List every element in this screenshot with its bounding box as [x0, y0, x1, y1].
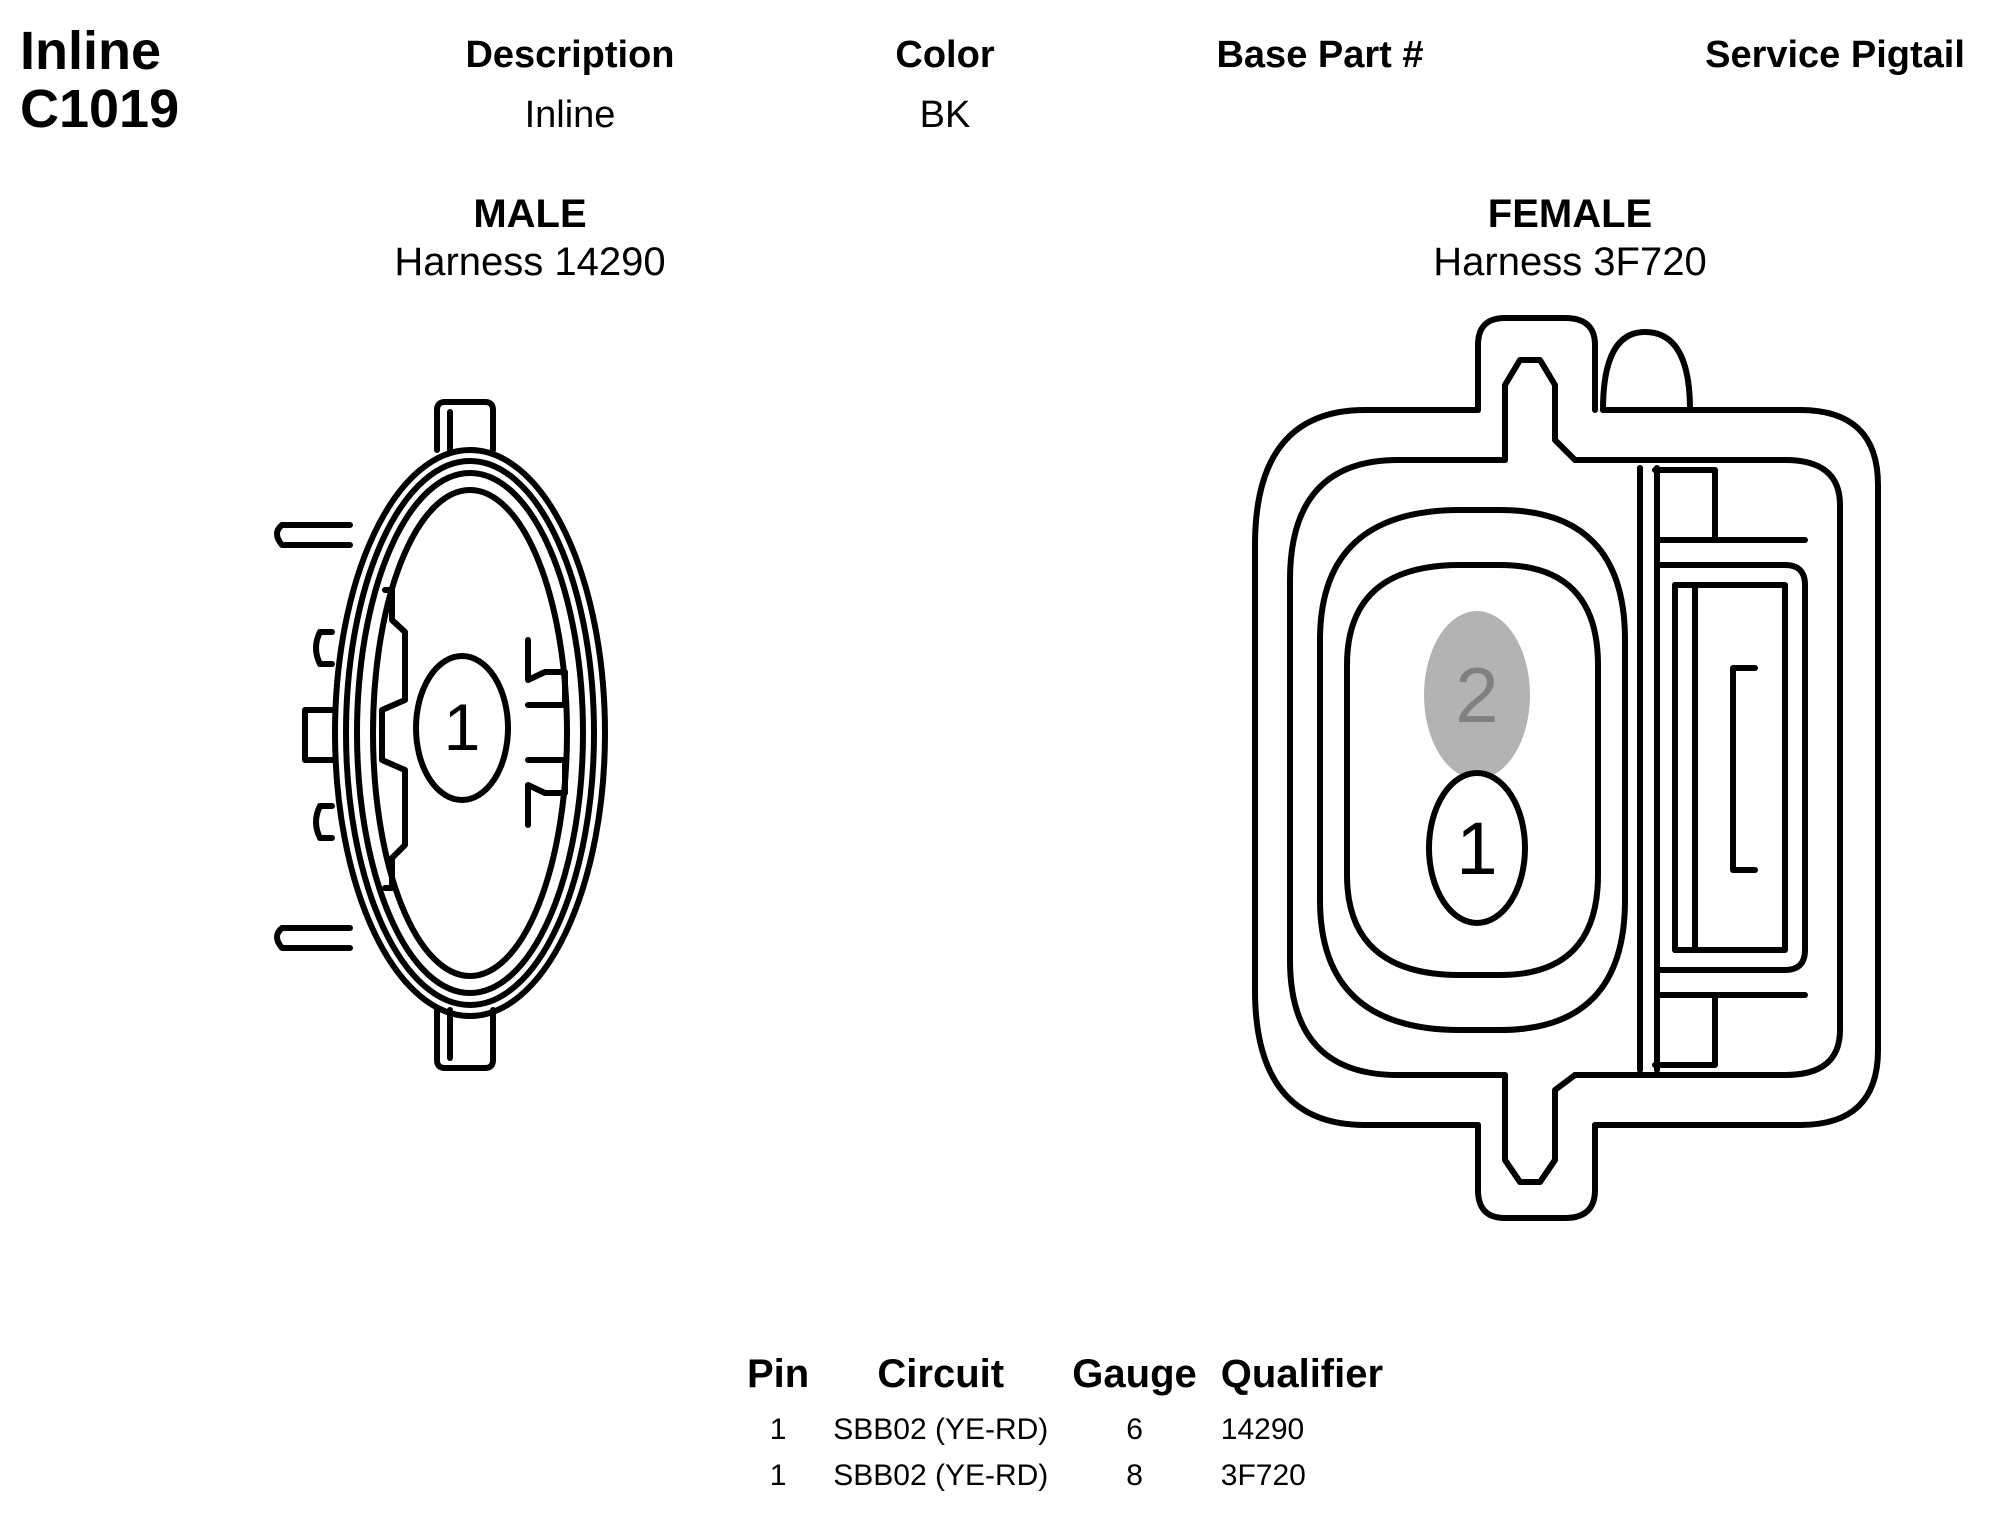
male-rail-top: [274, 522, 353, 548]
connector-title: Inline C1019: [20, 22, 179, 138]
connector-title-line1: Inline: [20, 21, 162, 81]
male-cavity: [370, 487, 570, 979]
male-inner-shell: [354, 470, 586, 996]
female-top-tab: [1475, 315, 1598, 413]
male-rail-bottom: [274, 925, 353, 951]
male-title: MALE: [473, 192, 587, 236]
female-outer-shell: [1252, 407, 1881, 1128]
cell-qualifier: 3F720: [1220, 1459, 1306, 1492]
male-top-tab: [434, 399, 496, 453]
male-key-bottom: [525, 757, 568, 828]
cell-circuit: SBB02 (YE-RD): [833, 1413, 1049, 1446]
base-part-label: Base Part #: [1216, 34, 1424, 76]
color-value: BK: [919, 94, 971, 136]
female-pin-2: 2: [1424, 611, 1530, 779]
male-latch: [379, 587, 408, 891]
male-key-top: [525, 637, 568, 708]
male-bump-2: [302, 707, 338, 763]
female-bottom-tab-inner: [1502, 1072, 1578, 1185]
male-pin-1-label: 1: [444, 690, 481, 764]
female-bottom-tab: [1475, 1122, 1598, 1221]
cell-gauge: 6: [1126, 1413, 1143, 1446]
cell-qualifier: 14290: [1220, 1413, 1305, 1446]
male-bump-1: [313, 629, 335, 667]
female-title: FEMALE: [1487, 192, 1653, 236]
female-pin-1-label: 1: [1456, 807, 1497, 890]
col-circuit: Circuit: [877, 1352, 1005, 1396]
female-outer-shell-inner: [1287, 457, 1843, 1078]
service-pigtail-label: Service Pigtail: [1705, 34, 1965, 76]
female-pin-1: 1: [1426, 770, 1528, 926]
female-latch-top-block: [1652, 467, 1718, 543]
male-pin-1: 1: [413, 653, 511, 803]
description-value: Inline: [524, 94, 616, 136]
female-latch-bottom-block: [1652, 992, 1718, 1068]
pin-table-header-row: Pin Circuit Gauge Qualifier: [735, 1352, 1395, 1407]
female-harness: Harness 3F720: [1433, 240, 1707, 284]
table-row: 1 SBB02 (YE-RD) 6 14290: [735, 1407, 1395, 1453]
female-cavity: [1344, 562, 1601, 978]
col-qualifier: Qualifier: [1220, 1352, 1384, 1396]
female-pin-2-label: 2: [1455, 651, 1498, 739]
female-top-bump: [1600, 329, 1693, 413]
male-outer-shell-inner: [343, 458, 597, 1008]
cell-pin: 1: [769, 1413, 787, 1446]
table-row: 1 SBB02 (YE-RD) 8 3F720: [735, 1453, 1395, 1499]
description-label: Description: [465, 34, 675, 76]
female-latch-bracket: [1730, 665, 1758, 873]
male-harness: Harness 14290: [394, 240, 666, 284]
male-outer-shell: [332, 447, 608, 1019]
cell-circuit: SBB02 (YE-RD): [833, 1459, 1049, 1492]
male-bottom-tab: [434, 1007, 496, 1071]
color-label: Color: [895, 34, 995, 76]
male-bump-3: [313, 803, 335, 841]
connector-id: C1019: [20, 79, 180, 139]
cell-gauge: 8: [1126, 1459, 1143, 1492]
female-inner-housing: [1317, 507, 1628, 1033]
pin-table: Pin Circuit Gauge Qualifier 1 SBB02 (YE-…: [735, 1352, 1395, 1499]
col-pin: Pin: [747, 1352, 810, 1396]
female-latch-frame: [1654, 562, 1808, 973]
female-latch-rail-box: [1672, 582, 1788, 953]
female-top-tab-inner: [1502, 357, 1578, 463]
cell-pin: 1: [769, 1459, 787, 1492]
col-gauge: Gauge: [1072, 1352, 1197, 1396]
